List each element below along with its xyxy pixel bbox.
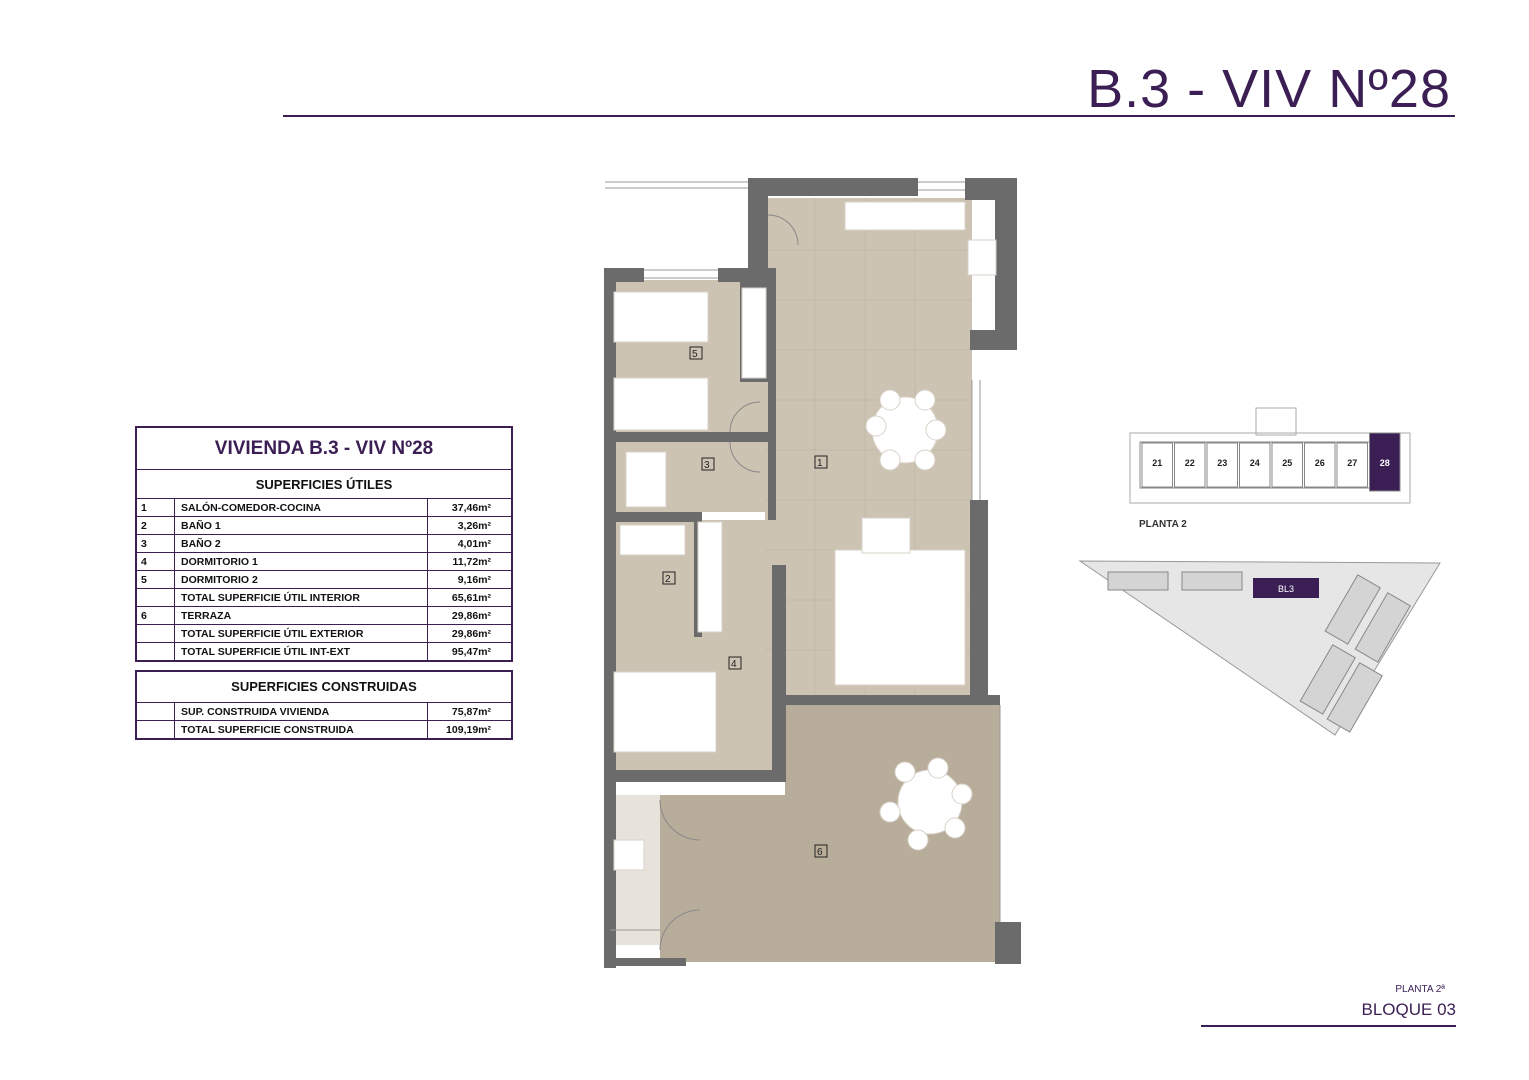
site-block-label: BL3 xyxy=(1278,584,1294,594)
key-plan-unit xyxy=(1369,432,1401,492)
row-value: 3,26m² xyxy=(457,520,491,532)
key-plan-unit-label: 21 xyxy=(1152,458,1162,468)
table-row: TOTAL SUPERFICIE ÚTIL EXTERIOR 29,86m² xyxy=(137,625,511,643)
floor-plan: 1 2 3 4 5 6 xyxy=(604,178,1021,968)
row-number: 3 xyxy=(137,535,175,552)
row-value: 11,72m² xyxy=(452,556,491,568)
key-plan-unit-label: 28 xyxy=(1380,458,1390,468)
row-label: SALÓN-COMEDOR-COCINA xyxy=(175,499,428,516)
row-label: DORMITORIO 1 xyxy=(175,553,428,570)
row-label: DORMITORIO 2 xyxy=(175,571,428,588)
row-value: 29,86m² xyxy=(451,610,491,622)
key-plan: 21 22 23 24 25 26 27 28 xyxy=(1129,407,1411,504)
row-number: 4 xyxy=(137,553,175,570)
row-value: 9,16m² xyxy=(457,574,491,586)
footer-divider xyxy=(1201,1025,1456,1027)
windows xyxy=(605,181,1001,931)
room-label-5: 5 xyxy=(689,346,703,360)
row-number xyxy=(137,643,175,660)
row-number xyxy=(137,721,175,738)
row-label: TOTAL SUPERFICIE ÚTIL INT-EXT xyxy=(175,643,428,660)
row-value: 4,01m² xyxy=(457,538,491,550)
table-section-heading: SUPERFICIES ÚTILES xyxy=(137,470,511,499)
footer-floor: PLANTA 2ª xyxy=(1395,984,1445,995)
key-plan-unit-label: 25 xyxy=(1282,458,1292,468)
key-plan-unit xyxy=(1304,442,1336,488)
room-label-6: 6 xyxy=(814,844,828,858)
table-row: TOTAL SUPERFICIE CONSTRUIDA 109,19m² xyxy=(137,721,511,738)
highlighted-block xyxy=(1253,578,1319,598)
row-value: 37,46m² xyxy=(451,502,491,514)
table-title: VIVIENDA B.3 - VIV Nº28 xyxy=(137,428,511,470)
room-label-3: 3 xyxy=(701,457,715,471)
row-number xyxy=(137,703,175,720)
svg-text:2: 2 xyxy=(665,574,671,585)
svg-text:3: 3 xyxy=(704,460,710,471)
row-label: SUP. CONSTRUIDA VIVIENDA xyxy=(175,703,428,720)
row-number xyxy=(137,589,175,606)
svg-text:5: 5 xyxy=(692,349,698,360)
surface-summary-table: VIVIENDA B.3 - VIV Nº28 SUPERFICIES ÚTIL… xyxy=(135,426,513,662)
key-plan-unit-label: 22 xyxy=(1185,458,1195,468)
furniture xyxy=(613,201,997,871)
key-plan-unit-label: 26 xyxy=(1315,458,1325,468)
row-value: 29,86m² xyxy=(451,628,491,640)
table-title: SUPERFICIES CONSTRUIDAS xyxy=(137,672,511,703)
key-plan-unit xyxy=(1141,442,1173,488)
row-number: 6 xyxy=(137,607,175,624)
key-plan-unit-label: 23 xyxy=(1217,458,1227,468)
row-value: 75,87m² xyxy=(451,706,491,718)
row-number: 5 xyxy=(137,571,175,588)
room-labels: 1 2 3 4 5 6 xyxy=(662,346,828,858)
footer-block: BLOQUE 03 xyxy=(1361,1000,1457,1019)
built-surface-table: SUPERFICIES CONSTRUIDAS SUP. CONSTRUIDA … xyxy=(135,670,513,740)
table-row: SUP. CONSTRUIDA VIVIENDA 75,87m² xyxy=(137,703,511,721)
row-value: 109,19m² xyxy=(446,724,491,736)
key-plan-unit-label: 24 xyxy=(1250,458,1260,468)
row-label: TERRAZA xyxy=(175,607,428,624)
key-plan-unit xyxy=(1271,442,1303,488)
room-label-1: 1 xyxy=(814,455,828,469)
key-plan-unit xyxy=(1336,442,1368,488)
row-label: BAÑO 1 xyxy=(175,517,428,534)
row-number xyxy=(137,625,175,642)
row-number: 2 xyxy=(137,517,175,534)
door-swings xyxy=(659,214,799,951)
row-label: TOTAL SUPERFICIE ÚTIL EXTERIOR xyxy=(175,625,428,642)
site-plan: BL3 xyxy=(1078,560,1441,736)
key-plan-unit xyxy=(1239,442,1271,488)
key-plan-unit xyxy=(1174,442,1206,488)
table-row: TOTAL SUPERFICIE ÚTIL INTERIOR 65,61m² xyxy=(137,589,511,607)
room-label-2: 2 xyxy=(662,571,676,585)
svg-text:6: 6 xyxy=(817,847,823,858)
title-divider xyxy=(283,115,1455,117)
row-label: TOTAL SUPERFICIE ÚTIL INTERIOR xyxy=(175,589,428,606)
row-label: TOTAL SUPERFICIE CONSTRUIDA xyxy=(175,721,428,738)
row-label: BAÑO 2 xyxy=(175,535,428,552)
row-value: 95,47m² xyxy=(451,646,491,658)
room-label-4: 4 xyxy=(728,656,742,670)
row-value: 65,61m² xyxy=(451,592,491,604)
key-plan-unit-label: 27 xyxy=(1347,458,1357,468)
key-plan-floor-label: PLANTA 2 xyxy=(1139,519,1187,530)
table-row: TOTAL SUPERFICIE ÚTIL INT-EXT 95,47m² xyxy=(137,643,511,660)
svg-text:1: 1 xyxy=(817,458,823,469)
row-number: 1 xyxy=(137,499,175,516)
svg-text:4: 4 xyxy=(731,659,737,670)
page-title: B.3 - VIV Nº28 xyxy=(1087,59,1451,119)
key-plan-unit xyxy=(1206,442,1238,488)
